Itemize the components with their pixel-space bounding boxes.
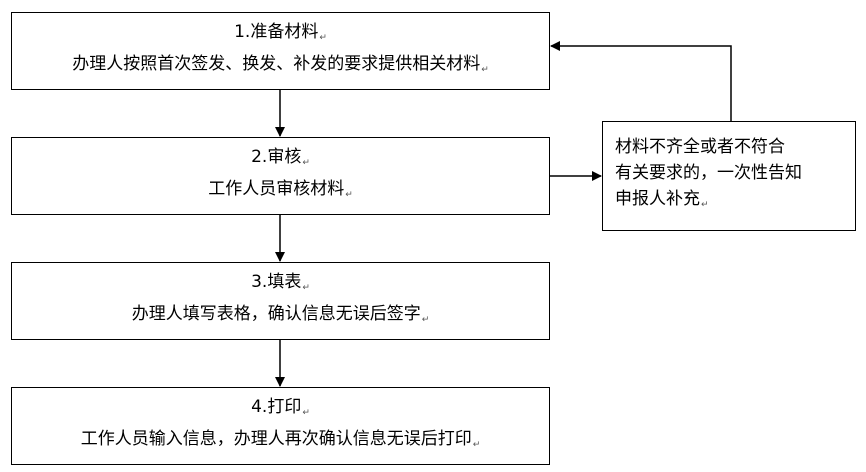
side-note-box: 材料不齐全或者不符合 有关要求的，一次性告知 申报人补充↵: [602, 121, 856, 231]
step-1-title: 1.准备材料↵: [234, 22, 327, 43]
side-note-line-3: 申报人补充↵: [615, 189, 709, 210]
step-1-description: 办理人按照首次签发、换发、补发的要求提供相关材料↵: [72, 54, 489, 75]
step-2-description: 工作人员审核材料↵: [208, 179, 353, 200]
step-3-description: 办理人填写表格，确认信息无误后签字↵: [131, 304, 430, 325]
step-1-box: 1.准备材料↵ 办理人按照首次签发、换发、补发的要求提供相关材料↵: [11, 12, 550, 90]
side-note-line-2: 有关要求的，一次性告知: [615, 163, 802, 183]
step-3-title: 3.填表↵: [251, 272, 310, 293]
arrow-side-note-to-step1: [550, 41, 732, 121]
side-note-line-1: 材料不齐全或者不符合: [615, 137, 785, 157]
step-2-box: 2.审核↵ 工作人员审核材料↵: [11, 137, 550, 215]
step-4-title: 4.打印↵: [251, 397, 310, 418]
step-3-box: 3.填表↵ 办理人填写表格，确认信息无误后签字↵: [11, 262, 550, 340]
step-4-box: 4.打印↵ 工作人员输入信息，办理人再次确认信息无误后打印↵: [11, 387, 550, 465]
step-2-title: 2.审核↵: [251, 147, 310, 168]
step-4-description: 工作人员输入信息，办理人再次确认信息无误后打印↵: [80, 429, 481, 450]
